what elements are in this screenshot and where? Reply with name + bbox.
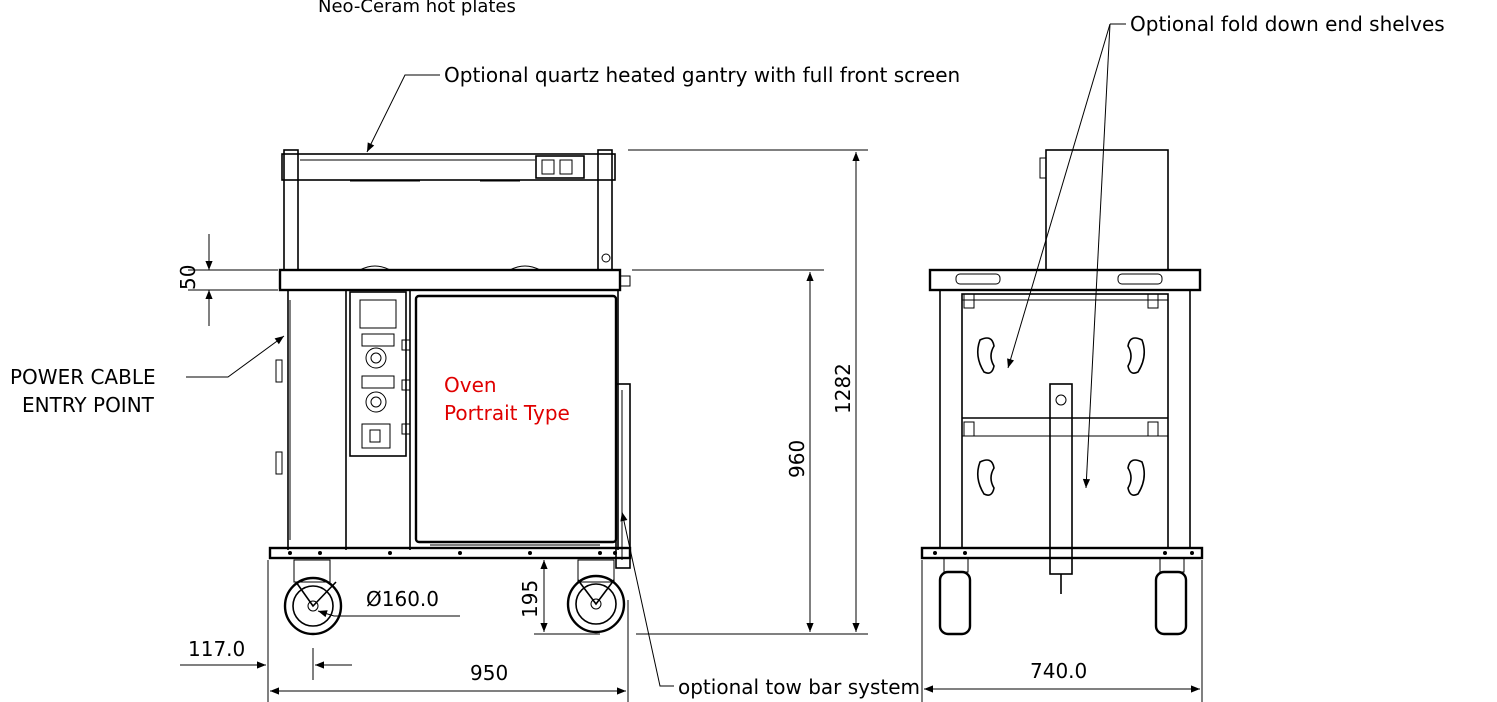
fold-shelves-leader <box>1007 23 1126 489</box>
gantry-leader <box>366 74 440 153</box>
dim-950-text: 950 <box>470 661 508 685</box>
power-cable-label-2: ENTRY POINT <box>22 393 155 417</box>
dim-960-text: 960 <box>785 440 809 478</box>
base-frame <box>268 546 632 560</box>
dim-wheel-text: Ø160.0 <box>366 587 439 611</box>
tow-bar-label: optional tow bar system <box>678 675 920 699</box>
tow-bar-leader <box>620 511 674 687</box>
dim-117-text: 117.0 <box>188 637 245 661</box>
side-base-frame <box>920 546 1204 560</box>
dim-740-text: 740.0 <box>1030 659 1087 683</box>
side-counter-top <box>928 268 1202 292</box>
dim-wheel-leader <box>317 610 460 618</box>
oven-label-1: Oven <box>444 373 497 397</box>
dim-960 <box>632 269 824 632</box>
dim-195-text: 195 <box>518 580 542 618</box>
oven-label-2: Portrait Type <box>444 401 570 425</box>
dim-950 <box>270 600 629 702</box>
wheel-right <box>566 559 626 634</box>
dim-117 <box>180 560 352 702</box>
top-note-label: Neo-Ceram hot plates <box>318 0 516 17</box>
side-wheels <box>938 557 1188 636</box>
front-view <box>268 149 632 636</box>
dim-50 <box>188 234 278 326</box>
side-gantry <box>1045 149 1169 271</box>
dim-50-text: 50 <box>176 265 200 290</box>
dim-740 <box>921 560 1203 702</box>
side-view <box>920 149 1204 636</box>
power-cable-leader <box>186 335 285 378</box>
wheel-left <box>283 559 343 636</box>
cabinet-body <box>275 290 619 550</box>
dim-1282-text: 1282 <box>831 363 855 414</box>
counter-top <box>278 268 622 292</box>
gantry <box>281 149 616 271</box>
side-tow-bar <box>1049 383 1073 594</box>
oven-door <box>414 294 631 569</box>
control-panel <box>349 291 411 457</box>
fold-shelves-label: Optional fold down end shelves <box>1130 12 1445 36</box>
side-panel <box>961 293 1169 549</box>
gantry-label: Optional quartz heated gantry with full … <box>444 63 960 87</box>
dim-1282 <box>628 149 868 635</box>
dim-195 <box>534 557 600 635</box>
power-cable-label-1: POWER CABLE <box>10 365 156 389</box>
